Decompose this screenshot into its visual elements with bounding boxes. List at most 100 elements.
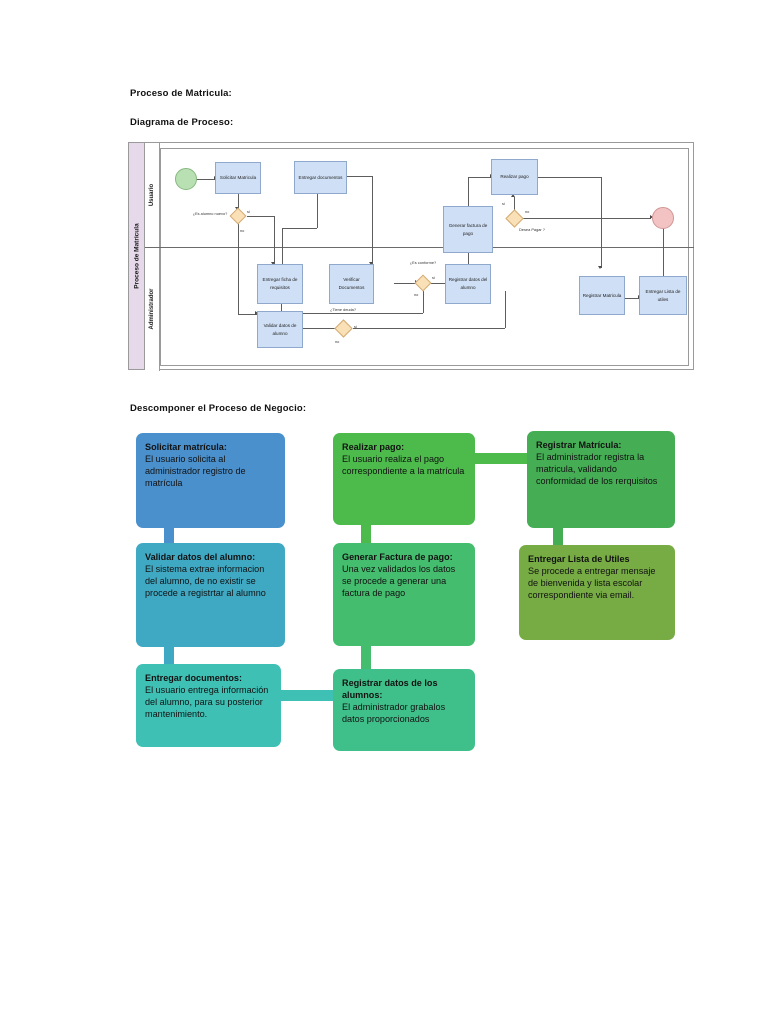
task-registrar-datos-del-alumno: Registrar datos del alumno <box>445 264 491 304</box>
task-registrar-matricula: Registrar Matricula <box>579 276 625 315</box>
connector-start-to-solicitar <box>191 179 215 180</box>
decomp-card-generar-factura-pago-title: Generar Factura de pago: <box>342 552 453 562</box>
arrowhead-gw-nuevo-si <box>271 262 276 265</box>
decomp-card-entregar-documentos-body: El usuario entrega información del alumn… <box>145 685 269 720</box>
connector-registrar-matricula-to-entregar-lista <box>625 298 639 299</box>
arrowhead-realizar-pago-to-registrar-matricula <box>598 266 603 269</box>
gateway-tiene-deuda-no-label: no <box>335 339 340 344</box>
event-start <box>175 168 197 190</box>
section-title-descomponer: Descomponer el Proceso de Negocio: <box>130 403 307 414</box>
connector-registrar-matricula-to-entregar-lista <box>553 527 563 547</box>
gateway-tiene-deuda-label: ¿Tiene deuda? <box>329 307 357 312</box>
gateway-tiene-deuda-yes-label: si <box>354 324 357 329</box>
arrowhead-gw-pagar-no <box>650 215 653 220</box>
task-validar-datos-de-alumno-label: Validar datos de alumno <box>263 322 297 336</box>
connector-gw-conforme-no-v <box>423 291 424 313</box>
gateway-desea-pagar-yes-label: si <box>502 201 505 206</box>
decomp-card-registrar-datos-alumnos-body: El administrador grabalos datos proporci… <box>342 702 446 725</box>
connector-ficha-to-entregar-docs-h <box>282 228 317 229</box>
event-end <box>652 207 674 229</box>
pool-header-proceso-de-matricula: Proceso de Matricula <box>129 143 145 369</box>
connector-gw-deuda-si-h <box>353 328 505 329</box>
connector-generar-factura-to-realizar-pago <box>361 524 371 546</box>
connector-realizar-pago-out-h <box>538 177 601 178</box>
connector-ficha-to-entregar-docs-v2 <box>317 194 318 228</box>
gateway-es-conforme-no-label: no <box>414 292 419 297</box>
decomp-card-entregar-documentos-title: Entregar documentos: <box>145 673 243 683</box>
task-verificar-documentos-label: Verificar Documentos <box>338 277 365 290</box>
task-solicitar-matricula: Solicitar Matricula <box>215 162 261 194</box>
gateway-es-alumno-nuevo-label: ¿Es alumno nuevo? <box>192 211 228 216</box>
connector-solicitar-to-gw-nuevo <box>238 194 239 209</box>
process-diagram-swimlane: Proceso de Matricula Usuario Administrad… <box>128 142 694 371</box>
arrowhead-gw-pagar-si <box>511 194 516 197</box>
decomp-card-realizar-pago-body: El usuario realiza el pago correspondien… <box>342 454 465 477</box>
decomp-card-validar-datos-alumno-title: Validar datos del alumno: <box>145 552 256 562</box>
connector-gw-nuevo-si-v <box>274 216 275 264</box>
connector-gw-conforme-si <box>431 283 446 284</box>
connector-realizar-pago-out-v <box>601 177 602 268</box>
connector-gw-conforme-no-v2 <box>281 304 282 313</box>
connector-gw-pagar-no <box>523 218 651 219</box>
task-entregar-lista-de-utiles-label: Entregar Lista de utiles <box>645 288 681 302</box>
decomp-card-registrar-datos-alumnos-title: Registrar datos de los alumnos: <box>342 678 438 701</box>
connector-validar-to-gw-deuda <box>303 328 337 329</box>
connector-generar-factura-to-realizar-h <box>468 177 491 178</box>
connector-entregar-documentos-to-registrar-datos <box>280 690 334 701</box>
connector-registrar-datos-to-generar-factura <box>361 645 371 669</box>
lane-canvas-border <box>160 148 689 366</box>
connector-gw-nuevo-no-h <box>238 314 257 315</box>
task-registrar-matricula-label: Registrar Matricula <box>582 292 622 298</box>
decomp-card-entregar-lista-utiles-body: Se procede a entregar mensaje de bienven… <box>528 566 656 601</box>
connector-gw-conforme-no-h <box>281 313 423 314</box>
decomp-card-solicitar-matricula-body: El usuario solicita al administrador reg… <box>145 454 246 489</box>
decomp-card-generar-factura-pago: Generar Factura de pago: Una vez validad… <box>333 543 475 646</box>
arrowhead-gw-nuevo-no <box>255 311 258 316</box>
task-entregar-ficha-de-requisitos: Entregar ficha de requisitos <box>257 264 303 304</box>
decomp-card-registrar-matricula-title: Registrar Matrícula: <box>536 440 622 450</box>
decomp-card-validar-datos-alumno: Validar datos del alumno: El sistema ext… <box>136 543 285 647</box>
decomp-card-registrar-datos-alumnos: Registrar datos de los alumnos: El admin… <box>333 669 475 751</box>
gateway-es-conforme-label: ¿Es conforme? <box>409 260 437 265</box>
gateway-es-alumno-nuevo-yes-label: si <box>247 209 250 214</box>
task-solicitar-matricula-label: Solicitar Matricula <box>219 175 257 181</box>
gateway-desea-pagar-label: Desea Pagar ? <box>519 227 545 232</box>
connector-realizar-pago-to-registrar-matricula <box>474 453 528 464</box>
decomp-card-generar-factura-pago-body: Una vez validados los datos se procede a… <box>342 564 456 599</box>
connector-ficha-to-entregar-docs-v1 <box>282 228 283 264</box>
connector-docs-to-verificar-h <box>347 176 372 177</box>
task-registrar-datos-del-alumno-label: Registrar datos del alumno <box>448 277 488 290</box>
task-validar-datos-de-alumno: Validar datos de alumno <box>257 311 303 348</box>
task-entregar-lista-de-utiles: Entregar Lista de utiles <box>639 276 687 315</box>
task-verificar-documentos: Verificar Documentos <box>329 264 374 304</box>
gateway-desea-pagar-no-label: no <box>525 209 530 214</box>
task-generar-factura-de-pago: Generar factura de pago <box>443 206 493 253</box>
connector-entregar-lista-to-end <box>663 227 664 278</box>
connector-gw-deuda-si-v <box>505 291 506 328</box>
task-realizar-pago-label: Realizar pago <box>500 174 529 180</box>
lane-header-usuario: Usuario <box>145 143 160 247</box>
decomp-card-entregar-lista-utiles-title: Entregar Lista de Utiles <box>528 554 630 564</box>
decomp-card-validar-datos-alumno-body: El sistema extrae informacion del alumno… <box>145 564 266 599</box>
page-title-proceso: Proceso de Matricula: <box>130 88 232 99</box>
task-entregar-documentos-label: Entregar documentos <box>298 174 343 180</box>
lane-header-administrador: Administrador <box>145 247 160 371</box>
decomp-card-realizar-pago: Realizar pago: El usuario realiza el pag… <box>333 433 475 525</box>
section-title-diagrama: Diagrama de Proceso: <box>130 117 234 128</box>
connector-generar-factura-to-realizar-v <box>468 177 469 207</box>
decomp-card-registrar-matricula-body: El administrador registra la matricula, … <box>536 452 658 487</box>
gateway-es-alumno-nuevo-no-label: no <box>240 228 245 233</box>
connector-docs-to-verificar-v <box>372 176 373 264</box>
connector-gw-nuevo-no-v <box>238 224 239 314</box>
connector-gw-nuevo-si-h <box>247 216 274 217</box>
gateway-es-conforme-yes-label: si <box>432 275 435 280</box>
decomp-card-entregar-lista-utiles: Entregar Lista de Utiles Se procede a en… <box>519 545 675 640</box>
task-entregar-ficha-de-requisitos-label: Entregar ficha de requisitos <box>262 277 298 290</box>
decomp-card-registrar-matricula: Registrar Matrícula: El administrador re… <box>527 431 675 528</box>
connector-validar-to-entregar-documentos <box>164 644 174 666</box>
connector-verificar-to-gw-conforme <box>394 283 416 284</box>
decomp-card-realizar-pago-title: Realizar pago: <box>342 442 405 452</box>
connector-solicitar-to-validar <box>164 525 174 545</box>
task-generar-factura-de-pago-label: Generar factura de pago <box>448 222 488 236</box>
